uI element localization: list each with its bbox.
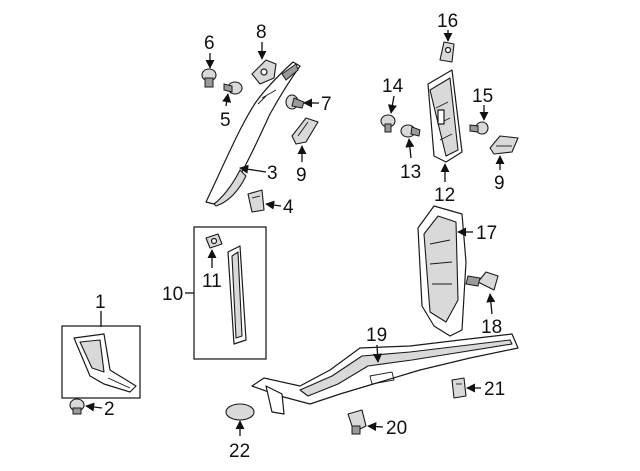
callout-4: 4 [283,197,294,218]
cover-part-9-left [291,117,319,145]
callout-20: 20 [386,418,407,439]
clip-part-16 [439,41,455,63]
callout-16: 16 [437,11,458,32]
callout-17: 17 [476,223,497,244]
callout-2: 2 [104,399,115,420]
callout-3: 3 [267,163,278,184]
callout-14: 14 [382,76,404,97]
callout-5: 5 [220,110,231,131]
leader-lines [85,30,505,436]
screw-part-13 [400,124,421,138]
screw-part-6 [201,68,217,88]
callout-11: 11 [202,271,222,292]
clip-part-21 [451,377,467,399]
clip-part-8 [251,59,277,85]
callout-12: 12 [434,185,455,206]
group-box-part-10 [193,226,267,360]
push-pin-part-2 [69,398,85,415]
clip-part-20 [347,409,367,435]
callout-6: 6 [204,33,215,54]
callout-8: 8 [256,22,267,43]
callout-22: 22 [229,441,250,462]
sill-plate-part-19 [251,333,519,415]
callout-labels: 1 2 3 4 5 6 7 8 9 9 10 11 12 13 14 15 16… [95,11,505,462]
trim-strip-part-10 [227,245,247,345]
bolt-part-18 [465,271,499,291]
group-box-part-1 [61,325,141,415]
pad-part-22 [225,403,255,421]
callout-7: 7 [321,94,332,115]
clip-part-4 [247,189,265,213]
a-pillar-trim-part-3 [205,61,301,207]
callout-21: 21 [484,379,505,400]
clip-part-11 [205,233,223,249]
callout-1: 1 [95,292,106,313]
b-pillar-lower-trim-part-17 [417,205,467,337]
screw-part-5 [223,81,243,95]
screw-part-14 [380,114,396,133]
push-pin-part-7 [285,94,305,110]
callout-9-left: 9 [296,165,307,186]
cover-part-9-right [489,135,519,155]
callout-15: 15 [472,86,493,107]
b-pillar-upper-trim-part-12 [427,69,463,163]
callout-10: 10 [162,284,183,305]
callout-13: 13 [400,162,421,183]
callout-19: 19 [366,325,387,346]
screw-part-15 [469,121,489,135]
kick-panel-part-1 [73,333,137,393]
callout-9-right: 9 [494,173,505,194]
callout-18: 18 [481,317,502,338]
